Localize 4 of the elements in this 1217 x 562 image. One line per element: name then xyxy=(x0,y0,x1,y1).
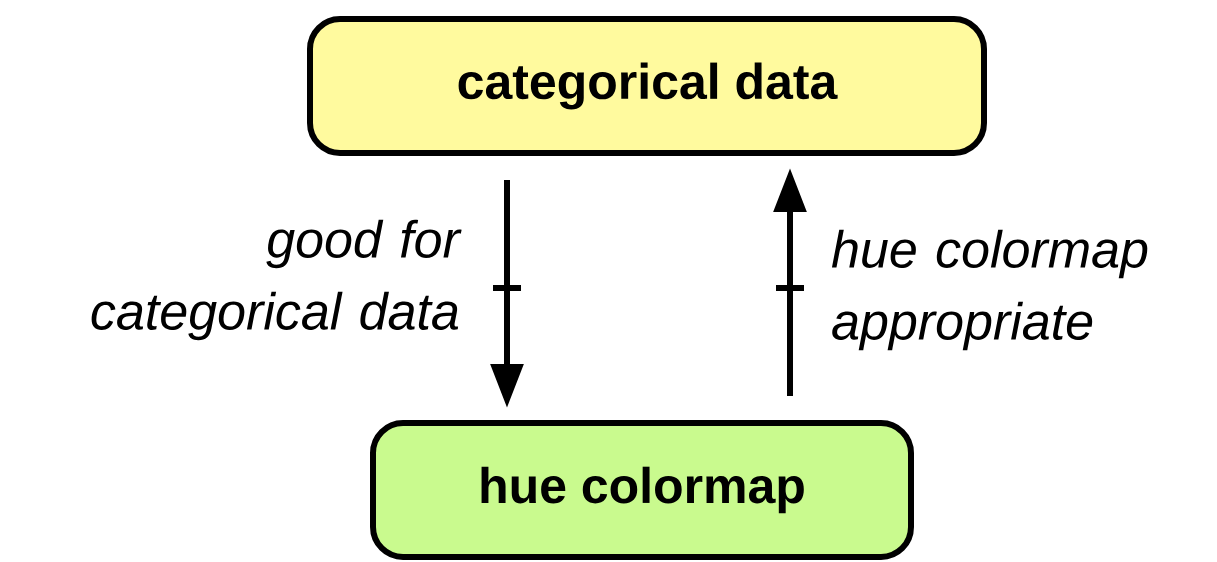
edge-label: hue colormap appropriate xyxy=(831,229,1148,351)
process-box: categorical data xyxy=(307,16,987,156)
edge-label: good for categorical data xyxy=(91,219,462,341)
process-box: hue colormap xyxy=(370,420,914,560)
